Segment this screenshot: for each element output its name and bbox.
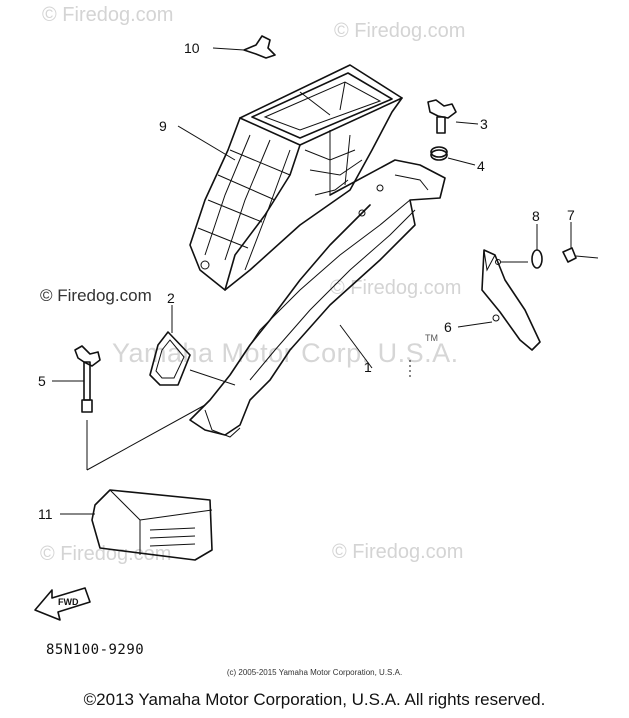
part-5-wing-bolt	[52, 345, 206, 471]
watermark-firedog: © Firedog.com	[330, 277, 462, 299]
part-10-wing-bolt	[212, 35, 276, 59]
callout-7: 7	[567, 207, 575, 223]
callout-9: 9	[159, 118, 167, 134]
callout-2: 2	[167, 290, 175, 306]
part-8-collar	[531, 224, 543, 269]
watermark-yamaha: Yamaha Motor Corp, U.S.A.	[112, 338, 459, 368]
callout-8: 8	[532, 208, 540, 224]
footer-copyright: ©2013 Yamaha Motor Corporation, U.S.A. A…	[83, 690, 546, 709]
part-1-cover	[189, 159, 446, 438]
watermark-firedog: © Firedog.com	[334, 20, 466, 42]
part-9-tray	[177, 64, 403, 291]
tm-mark: TM	[425, 333, 438, 343]
part-11-pad	[60, 489, 213, 561]
watermark-firedog: © Firedog.com	[332, 541, 464, 563]
small-copyright: (c) 2005-2015 Yamaha Motor Corporation, …	[226, 668, 403, 677]
callout-3: 3	[480, 116, 488, 132]
watermark-firedog: © Firedog.com	[42, 4, 174, 26]
fwd-label: FWD	[58, 597, 79, 607]
callout-5: 5	[38, 373, 46, 389]
callout-4: 4	[477, 158, 485, 174]
callout-1: 1	[364, 359, 372, 375]
part-7-screw	[562, 222, 599, 263]
part-3-wing-bolt	[427, 99, 479, 134]
watermark-firedog-dark: © Firedog.com	[40, 286, 152, 305]
part-2-seal	[149, 305, 236, 386]
callout-6: 6	[444, 319, 452, 335]
watermark-firedog: © Firedog.com	[40, 543, 172, 565]
fwd-arrow-icon	[34, 587, 91, 621]
callout-11: 11	[38, 506, 53, 522]
callout-10: 10	[184, 40, 200, 56]
diagram-code: 85N100-9290	[46, 642, 145, 658]
part-6-bracket	[457, 249, 541, 351]
part-4-grommet	[430, 146, 476, 166]
